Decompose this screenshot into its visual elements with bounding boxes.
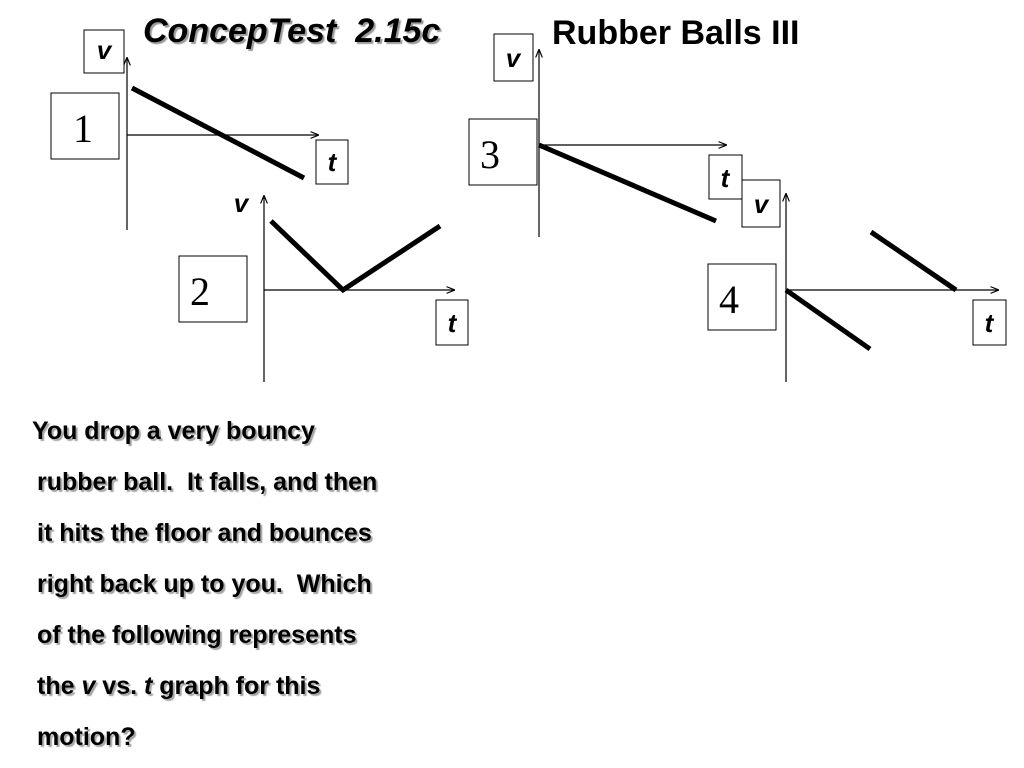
graph-3-t-label-box [708, 154, 743, 200]
graph-4-velocity-line-falling [784, 287, 872, 352]
graph-4-number-box [707, 263, 777, 331]
graph-2-number-box [178, 255, 248, 323]
graph-1-v-label-box [83, 29, 125, 74]
graph-1-number: 1 [73, 106, 93, 151]
graph-1: v 1 t [50, 29, 349, 230]
graph-4-v-label: v [754, 189, 770, 219]
graph-3-t-label: t [721, 163, 731, 193]
graph-1-v-label: v [97, 35, 113, 65]
graph-1-t-label-box [315, 139, 349, 185]
graph-4-v-label-box [741, 179, 781, 228]
question-line-5: of the following represents [37, 621, 357, 649]
concept-test-title: ConcepTest 2.15c [143, 12, 441, 50]
graph-2-t-label-box [435, 299, 469, 346]
graph-2-number: 2 [190, 269, 210, 314]
question-line-6-t: t [144, 672, 153, 700]
graph-2-v-label: v [234, 188, 250, 218]
graph-4-velocity-line-rising [869, 229, 958, 293]
graph-3: v 3 t [468, 33, 743, 237]
question-text: You drop a very bouncy rubber ball. It f… [32, 406, 452, 763]
question-line-4: right back up to you. Which [37, 570, 372, 598]
graph-4-number: 4 [719, 277, 739, 322]
graph-3-v-label-box [493, 33, 534, 82]
question-line-6-pre: the [37, 672, 82, 700]
question-line-3: it hits the floor and bounces [37, 519, 372, 547]
graph-1-number-box [50, 92, 120, 160]
question-line-6-v: v [81, 672, 96, 700]
graph-3-number: 3 [480, 132, 500, 177]
question-line-6-mid: vs. [95, 672, 145, 700]
graph-3-number-box [468, 118, 538, 186]
graph-2-velocity-line [269, 219, 442, 294]
graph-1-velocity-line [130, 85, 306, 181]
question-line-1: You drop a very bouncy [32, 417, 315, 445]
graph-3-velocity-line [538, 142, 717, 224]
graph-1-t-label: t [328, 147, 338, 177]
graph-4: v 4 t [707, 179, 1007, 382]
question-line-7: motion? [37, 723, 136, 751]
graph-4-t-label: t [985, 308, 995, 338]
graph-2-t-label: t [448, 308, 458, 338]
graphs-canvas: v 1 t v 2 t v 3 t v 4 t [50, 29, 1007, 382]
graph-2: v 2 t [178, 188, 469, 382]
topic-title: Rubber Balls III [552, 14, 800, 52]
question-line-6: the v vs. t graph for this [32, 661, 452, 712]
graph-4-t-label-box [972, 299, 1007, 346]
question-line-6-post: graph for this [152, 672, 321, 700]
graph-3-v-label: v [506, 43, 522, 73]
question-line-2: rubber ball. It falls, and then [37, 468, 378, 496]
